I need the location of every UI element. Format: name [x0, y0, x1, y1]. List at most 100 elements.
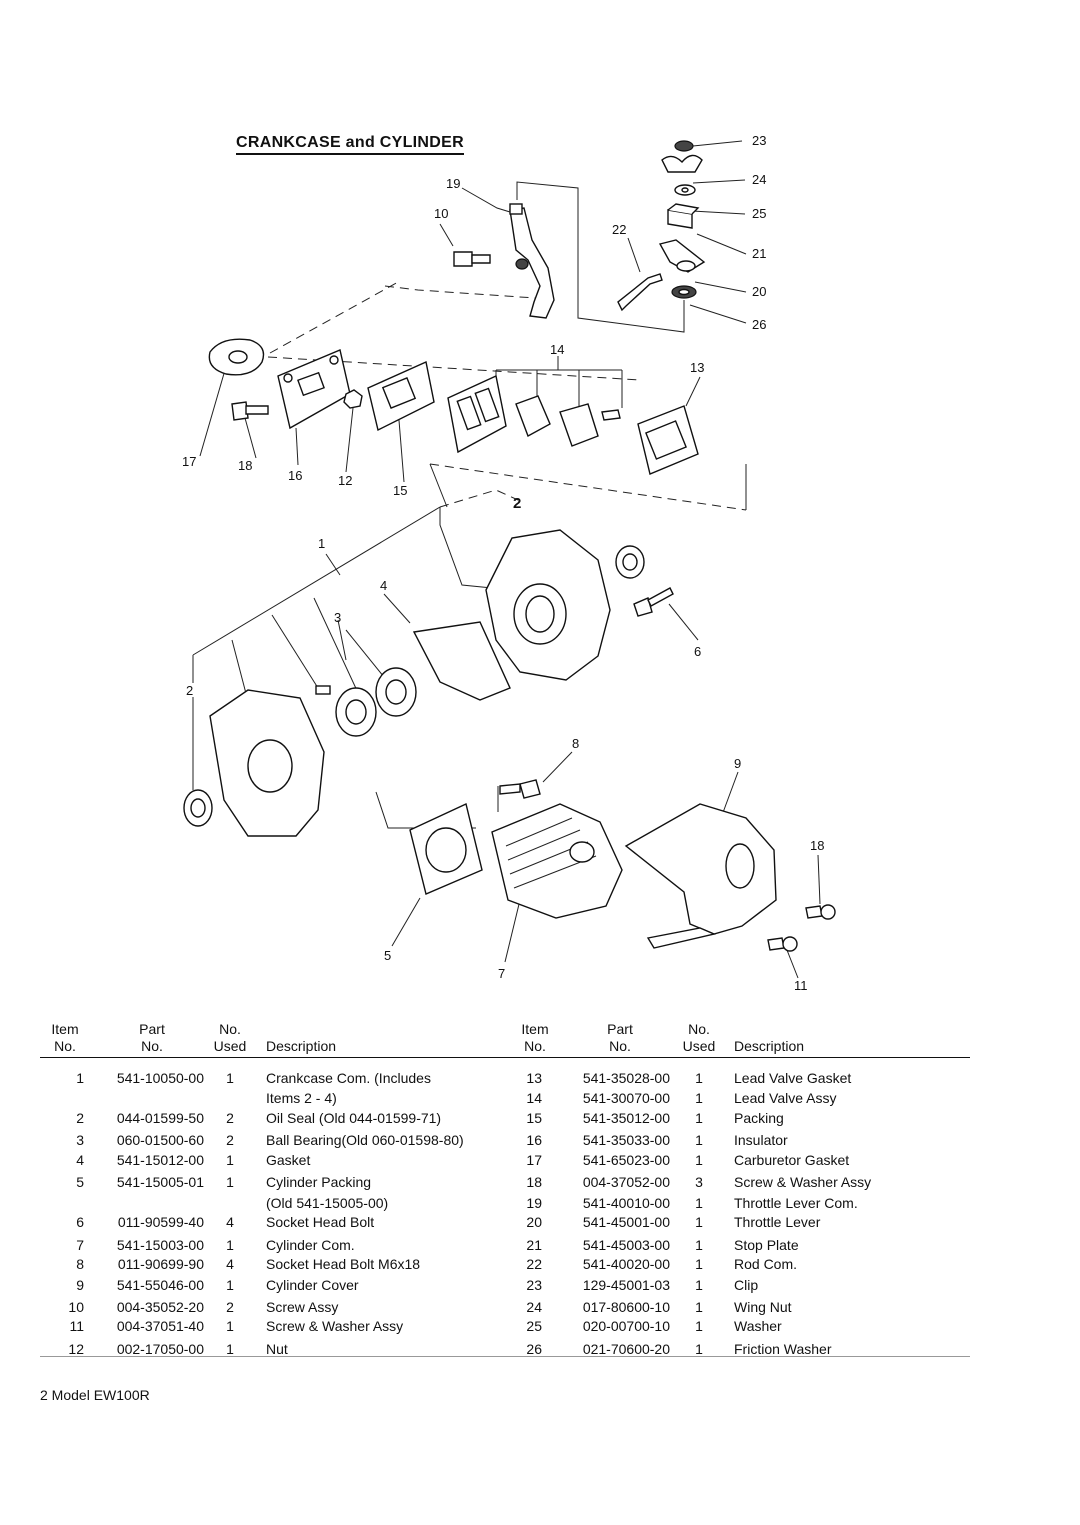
page-footer: 2 Model EW100R: [40, 1387, 150, 1403]
description-cell: Items 2 - 4): [266, 1090, 337, 1106]
description-cell: Clip: [734, 1277, 759, 1293]
part-no-cell: 541-15005-01: [116, 1174, 204, 1190]
item-no-cell: 10: [68, 1299, 84, 1315]
qty-used-cell: 1: [226, 1152, 234, 1168]
part-no-cell: 541-35012-00: [582, 1110, 670, 1126]
callout-label: 11: [794, 978, 808, 993]
description-cell: Rod Com.: [734, 1256, 798, 1272]
callout-label: 6: [694, 644, 701, 659]
part-no-cell: 541-10050-00: [116, 1070, 204, 1086]
description-cell: Lead Valve Gasket: [734, 1070, 852, 1086]
description-cell: Lead Valve Assy: [734, 1090, 837, 1106]
item-no-cell: 16: [526, 1132, 542, 1148]
description-cell: Packing: [734, 1110, 784, 1126]
table-header-rule: [40, 1057, 970, 1058]
qty-used-cell: 2: [226, 1132, 234, 1148]
qty-used-cell: 1: [226, 1070, 234, 1086]
qty-used-cell: 1: [695, 1070, 703, 1086]
qty-used-cell: 1: [695, 1277, 703, 1293]
item-no-cell: 20: [526, 1214, 542, 1230]
header-no: No.: [219, 1021, 241, 1037]
header-item: Item: [51, 1021, 79, 1037]
header-item: Item: [521, 1021, 549, 1037]
table-row: (Old 541-15005-00) 19 541-40010-00 1 Throttl…: [0, 1193, 1080, 1213]
part-no-cell: 541-35033-00: [582, 1132, 670, 1148]
description-cell: Screw & Washer Assy: [734, 1174, 872, 1190]
callout-label: 7: [498, 966, 505, 981]
header-part-no: No.: [609, 1038, 631, 1054]
qty-used-cell: 4: [226, 1256, 234, 1272]
qty-used-cell: 1: [695, 1110, 703, 1126]
description-cell: Screw & Washer Assy: [266, 1318, 404, 1334]
callout-label: 5: [384, 948, 391, 963]
callout-label: 20: [752, 284, 766, 299]
header-item-no: No.: [524, 1038, 546, 1054]
qty-used-cell: 1: [695, 1318, 703, 1334]
item-no-cell: 21: [526, 1237, 542, 1253]
callout-label: 19: [446, 176, 460, 191]
part-no-cell: 060-01500-60: [116, 1132, 204, 1148]
item-no-cell: 12: [68, 1341, 84, 1357]
qty-used-cell: 1: [695, 1256, 703, 1272]
item-no-cell: 7: [76, 1237, 84, 1253]
part-no-cell: 044-01599-50: [116, 1110, 204, 1126]
description-cell: Wing Nut: [734, 1299, 792, 1315]
part-no-cell: 004-37051-40: [116, 1318, 204, 1334]
part-no-cell: 017-80600-10: [582, 1299, 670, 1315]
description-cell: (Old 541-15005-00): [266, 1195, 389, 1211]
description-cell: Throttle Lever: [734, 1214, 821, 1230]
part-no-cell: 020-00700-10: [582, 1318, 670, 1334]
item-no-cell: 9: [76, 1277, 84, 1293]
header-used: Used: [682, 1038, 716, 1054]
qty-used-cell: 1: [695, 1090, 703, 1106]
qty-used-cell: 1: [695, 1214, 703, 1230]
callout-label: 17: [182, 454, 196, 469]
part-no-cell: 541-45003-00: [582, 1237, 670, 1253]
qty-used-cell: 1: [695, 1132, 703, 1148]
part-no-cell: 021-70600-20: [582, 1341, 670, 1357]
header-part-no: No.: [141, 1038, 163, 1054]
callout-label: 2: [186, 683, 193, 698]
callout-label: 10: [434, 206, 448, 221]
description-cell: Carburetor Gasket: [734, 1152, 850, 1168]
part-no-cell: 541-45001-00: [582, 1214, 670, 1230]
item-no-cell: 1: [76, 1070, 84, 1086]
description-cell: Socket Head Bolt: [266, 1214, 375, 1230]
header-part: Part: [607, 1021, 633, 1037]
description-cell: Cylinder Packing: [266, 1174, 372, 1190]
callout-label: 18: [810, 838, 824, 853]
table-header-row-1: Item Part No. Item Part No.: [0, 1019, 1080, 1039]
part-no-cell: 541-35028-00: [582, 1070, 670, 1086]
callout-label: 18: [238, 458, 252, 473]
item-no-cell: 23: [526, 1277, 542, 1293]
description-cell: Throttle Lever Com.: [734, 1195, 858, 1211]
qty-used-cell: 2: [226, 1299, 234, 1315]
item-no-cell: 18: [526, 1174, 542, 1190]
header-part: Part: [139, 1021, 165, 1037]
item-no-cell: 19: [526, 1195, 542, 1211]
qty-used-cell: 1: [695, 1299, 703, 1315]
part-no-cell: 541-15003-00: [116, 1237, 204, 1253]
description-cell: Nut: [266, 1341, 288, 1357]
exploded-parts-diagram: 23 24 25 21 20 26 19 10 22 14 13 17 18 1…: [182, 133, 836, 993]
description-cell: Screw Assy: [266, 1299, 339, 1315]
callout-label: 24: [752, 172, 766, 187]
qty-used-cell: 1: [695, 1152, 703, 1168]
description-cell: Insulator: [734, 1132, 788, 1148]
part-no-cell: 541-40010-00: [582, 1195, 670, 1211]
callout-label: 23: [752, 133, 766, 148]
item-no-cell: 6: [76, 1214, 84, 1230]
part-no-cell: 541-55046-00: [116, 1277, 204, 1293]
qty-used-cell: 1: [695, 1195, 703, 1211]
item-no-cell: 24: [526, 1299, 542, 1315]
part-no-cell: 004-37052-00: [582, 1174, 670, 1190]
callout-label: 21: [752, 246, 766, 261]
description-cell: Friction Washer: [734, 1341, 832, 1357]
